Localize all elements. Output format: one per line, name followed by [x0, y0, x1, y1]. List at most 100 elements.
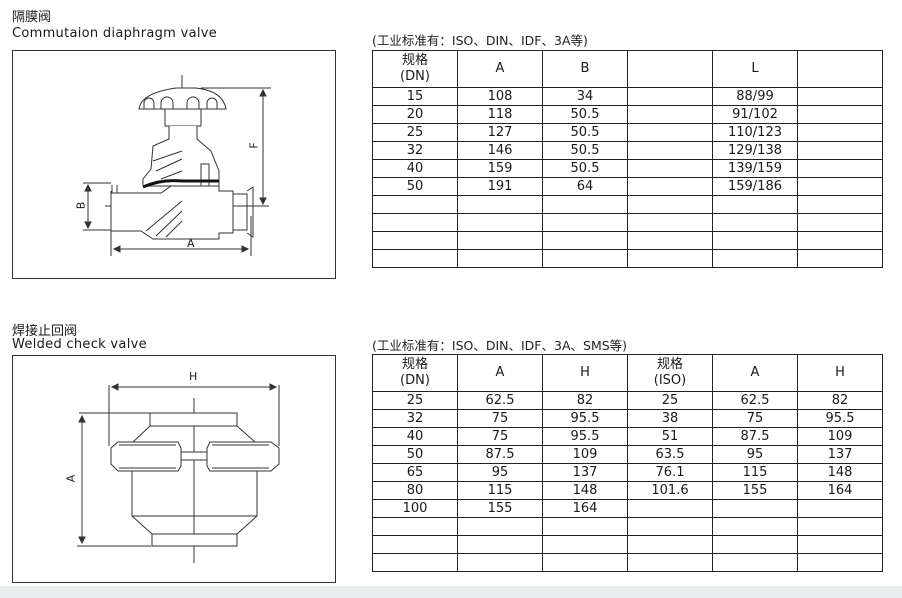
- table-cell: 88/99: [712, 87, 798, 106]
- table-cell: [797, 87, 883, 106]
- column-header: 规格(DN): [372, 354, 458, 392]
- table-cell: 38: [627, 409, 713, 428]
- standards-note: (工业标准有：ISO、DIN、IDF、3A等): [372, 33, 588, 48]
- section-title-cn: 焊接止回阀: [12, 324, 78, 339]
- column-header: A: [712, 354, 798, 392]
- column-header-line: A: [750, 365, 760, 380]
- table-cell: 32: [372, 409, 458, 428]
- table-cell: [797, 553, 883, 572]
- table-cell: 159/186: [712, 177, 798, 196]
- table-cell: 95: [457, 463, 543, 482]
- table-cell: 115: [457, 481, 543, 500]
- table-row: [372, 517, 883, 536]
- column-header: H: [797, 354, 883, 392]
- table-cell: 50: [372, 445, 458, 464]
- table-cell: [712, 195, 798, 214]
- table-cell: [797, 141, 883, 160]
- table-cell: 95: [712, 445, 798, 464]
- column-header: B: [542, 50, 628, 88]
- table-cell: [627, 535, 713, 554]
- table-cell: 64: [542, 177, 628, 196]
- dim-label-b: B: [74, 201, 88, 210]
- table-cell: 109: [542, 445, 628, 464]
- standards-note: (工业标准有：ISO、DIN、IDF、3A、SMS等): [372, 338, 628, 353]
- table-cell: 127: [457, 123, 543, 142]
- table-cell: 137: [797, 445, 883, 464]
- table-cell: [627, 213, 713, 232]
- table-row: [372, 231, 883, 250]
- table-cell: 155: [712, 481, 798, 500]
- column-header-line: A: [495, 365, 505, 380]
- table-cell: [372, 231, 458, 250]
- table-cell: [457, 231, 543, 250]
- table-cell: [372, 553, 458, 572]
- table-cell: [542, 535, 628, 554]
- table-row: [372, 535, 883, 554]
- table-cell: 109: [797, 427, 883, 446]
- table-cell: 32: [372, 141, 458, 160]
- table-cell: 91/102: [712, 105, 798, 124]
- column-header-line: 规格: [401, 357, 428, 372]
- table-cell: 82: [797, 391, 883, 410]
- diaphragm-valve-diagram: [83, 75, 271, 256]
- column-header: A: [457, 354, 543, 392]
- column-header-line: A: [495, 61, 505, 76]
- table-cell: 63.5: [627, 445, 713, 464]
- dim-label-a: A: [64, 474, 78, 483]
- table-cell: [372, 249, 458, 268]
- table-cell: 76.1: [627, 463, 713, 482]
- table-cell: [797, 105, 883, 124]
- table-cell: [457, 213, 543, 232]
- dim-label-h: H: [189, 370, 198, 383]
- table-cell: [372, 195, 458, 214]
- table-cell: [627, 499, 713, 518]
- table-cell: 87.5: [457, 445, 543, 464]
- check-valve-drawing: H A: [12, 355, 336, 583]
- table-cell: 75: [712, 409, 798, 428]
- table-cell: 115: [712, 463, 798, 482]
- column-header: [627, 50, 713, 88]
- table-cell: [797, 231, 883, 250]
- dim-label-f: F: [247, 142, 261, 149]
- table-cell: 50.5: [542, 105, 628, 124]
- table-cell: 155: [457, 499, 543, 518]
- column-header-line: 规格: [656, 357, 683, 372]
- table-cell: 139/159: [712, 159, 798, 178]
- table-cell: [372, 535, 458, 554]
- table-cell: 146: [457, 141, 543, 160]
- table-row: [372, 195, 883, 214]
- page-bottom-strip: [0, 586, 902, 598]
- table-cell: [627, 553, 713, 572]
- table-cell: [457, 535, 543, 554]
- table-cell: 75: [457, 427, 543, 446]
- table-cell: 62.5: [457, 391, 543, 410]
- table-cell: [712, 535, 798, 554]
- table-cell: 100: [372, 499, 458, 518]
- table-cell: [627, 231, 713, 250]
- table-cell: 80: [372, 481, 458, 500]
- column-header-line: H: [835, 365, 845, 380]
- table-cell: 118: [457, 105, 543, 124]
- table-cell: 110/123: [712, 123, 798, 142]
- table-cell: [457, 553, 543, 572]
- table-cell: 25: [627, 391, 713, 410]
- column-header: 规格(ISO): [627, 354, 713, 392]
- table-row: [372, 249, 883, 268]
- table-cell: 50.5: [542, 159, 628, 178]
- table-cell: 101.6: [627, 481, 713, 500]
- table-cell: [457, 195, 543, 214]
- table-cell: [797, 499, 883, 518]
- table-cell: 95.5: [542, 409, 628, 428]
- table-cell: 159: [457, 159, 543, 178]
- table-cell: 129/138: [712, 141, 798, 160]
- table-cell: 148: [797, 463, 883, 482]
